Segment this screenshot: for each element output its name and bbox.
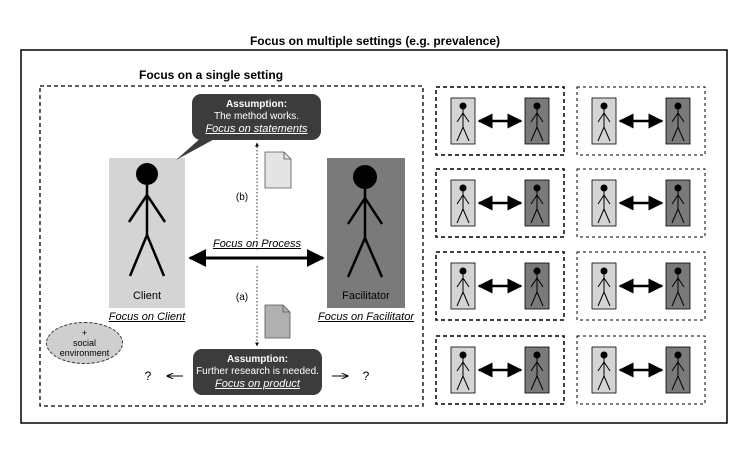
bottom-assumption-bubble: Assumption: Further research is needed. … [193, 349, 322, 395]
path-a-label: (a) [235, 292, 249, 303]
setting-box [435, 251, 565, 321]
outer-frame [20, 49, 728, 424]
setting-box [576, 86, 706, 156]
bottom-assumption-heading: Assumption: [226, 354, 289, 365]
setting-box [435, 335, 565, 405]
setting-box [435, 86, 565, 156]
social-line-2: environment [59, 348, 110, 358]
top-assumption-text: The method works. [213, 111, 300, 122]
single-setting-title: Focus on a single setting [139, 68, 284, 82]
social-plus: + [81, 328, 88, 338]
setting-box [576, 335, 706, 405]
top-assumption-bubble: Assumption: The method works. Focus on s… [192, 94, 321, 140]
client-label: Client [132, 290, 162, 302]
social-line-1: social [72, 338, 96, 348]
document-icon-top [264, 151, 292, 189]
single-setting-box [39, 85, 424, 407]
outer-title: Focus on multiple settings (e.g. prevale… [249, 34, 501, 48]
focus-on-product: Focus on product [215, 378, 300, 390]
facilitator-label: Facilitator [342, 290, 390, 302]
focus-on-statements: Focus on statements [205, 123, 308, 135]
focus-on-process: Focus on Process [212, 238, 302, 250]
focus-on-client: Focus on Client [108, 311, 186, 323]
bottom-assumption-text: Further research is needed. [196, 366, 319, 377]
setting-box [576, 251, 706, 321]
question-left: ? [144, 369, 152, 383]
settings-grid [435, 86, 706, 405]
top-assumption-heading: Assumption: [225, 99, 288, 110]
focus-on-facilitator: Focus on Facilitator [318, 311, 414, 323]
document-icon-bottom [264, 304, 291, 339]
setting-box [435, 168, 565, 238]
bubble-tail [176, 136, 220, 160]
setting-box [576, 168, 706, 238]
client-figure [127, 163, 167, 277]
question-right: ? [362, 369, 370, 383]
facilitator-figure [346, 165, 384, 278]
path-b-label: (b) [235, 192, 249, 203]
social-environment-ellipse: + social environment [46, 322, 123, 364]
